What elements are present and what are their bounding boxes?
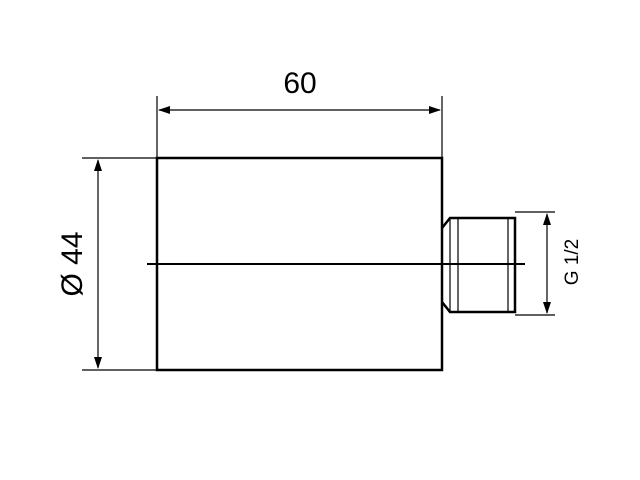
diameter-label: Ø 44: [56, 231, 89, 296]
length-dimension: 60: [156, 67, 443, 158]
thread-dimension: G 1/2: [515, 211, 583, 316]
length-label: 60: [283, 67, 316, 100]
thread-label: G 1/2: [562, 239, 583, 285]
diameter-dimension: Ø 44: [56, 157, 157, 371]
